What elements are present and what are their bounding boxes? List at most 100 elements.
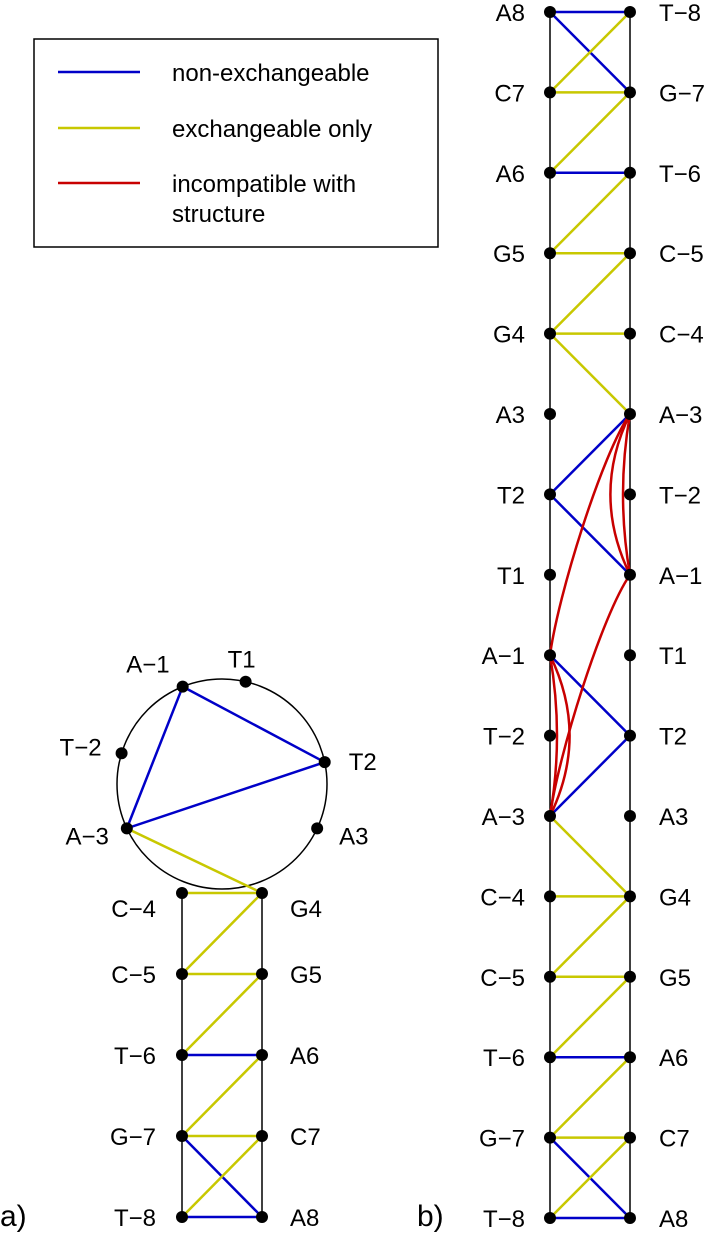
- left-node-label-g4: G4: [493, 322, 525, 349]
- edge-exchangeable-a-3-g4: [126, 827, 263, 895]
- left-node-label-a-3: A−3: [482, 804, 525, 831]
- edge-incompatible-4: [548, 654, 571, 817]
- node-a3: [311, 822, 324, 835]
- panel-b-nodes: A8C7A6G5G4A3T2T1A−1T−2A−3C−4C−5T−6G−7T−8…: [479, 0, 705, 1233]
- right-node-label-a3: A3: [659, 804, 688, 831]
- node-a6: [256, 1049, 268, 1061]
- node-c-4: [176, 887, 188, 899]
- left-node-c7: [544, 86, 556, 99]
- right-node-c7: [624, 1131, 636, 1144]
- loop-circle: [116, 678, 328, 890]
- node-t2: [318, 756, 331, 769]
- right-node-label-a6: A6: [659, 1045, 688, 1072]
- edge-exchangeable-21: [549, 1056, 631, 1139]
- edge-exchangeable-8: [549, 252, 631, 335]
- node-label-t2: T2: [349, 749, 377, 776]
- node-label-g4: G4: [290, 896, 322, 923]
- right-node-label-t-6: T−6: [659, 161, 701, 188]
- left-node-label-t-8: T−8: [483, 1206, 525, 1233]
- right-node-t2: [624, 729, 636, 742]
- panel-a-label: a): [0, 1200, 27, 1233]
- panel-b-label: b): [417, 1200, 444, 1233]
- edge-exchangeable-15: [549, 815, 631, 898]
- right-node-t-8: [624, 6, 636, 18]
- node-t-2: [115, 747, 128, 760]
- edge-incompatible-1: [609, 413, 632, 576]
- legend-label-non-exchangeable: non-exchangeable: [172, 60, 370, 87]
- edge-exchangeable-17: [549, 895, 631, 978]
- legend-box: [33, 38, 439, 248]
- right-node-label-t1: T1: [659, 643, 687, 670]
- left-node-c-4: [544, 890, 556, 903]
- node-label-t1: T1: [228, 647, 256, 674]
- right-node-a-3: [624, 408, 636, 420]
- left-node-c-5: [544, 970, 556, 983]
- right-node-label-c-5: C−5: [659, 241, 704, 268]
- panel-a-edges: [125, 685, 326, 1219]
- edge-incompatible-2: [621, 413, 632, 576]
- right-node-label-g4: G4: [659, 884, 691, 911]
- left-node-label-g5: G5: [493, 241, 525, 268]
- edge-non-exchangeable-a-1-t2: [182, 685, 326, 764]
- left-node-t-2: [544, 729, 556, 742]
- node-label-t-2: T−2: [60, 734, 102, 761]
- left-node-a3: [544, 408, 556, 420]
- right-node-label-c-4: C−4: [659, 322, 704, 349]
- right-node-label-t-2: T−2: [659, 482, 701, 509]
- right-node-label-g-7: G−7: [659, 80, 705, 107]
- node-a8: [256, 1211, 268, 1223]
- edge-exchangeable-19: [549, 975, 631, 1059]
- right-node-label-t-8: T−8: [659, 0, 701, 27]
- node-g-7: [176, 1130, 188, 1142]
- node-g4: [256, 887, 268, 899]
- edge-non-exchangeable-a-3-t2: [126, 760, 326, 830]
- edge-exchangeable-10: [549, 332, 631, 415]
- right-node-a6: [624, 1051, 636, 1064]
- legend-label-line: structure: [172, 201, 265, 228]
- node-label-c-5: C−5: [111, 962, 156, 989]
- left-node-label-t-6: T−6: [483, 1045, 525, 1072]
- node-a-3: [120, 822, 133, 835]
- node-label-a8: A8: [290, 1205, 319, 1232]
- left-node-t-8: [544, 1212, 556, 1224]
- right-node-t-6: [624, 166, 636, 179]
- left-node-label-a3: A3: [496, 402, 525, 429]
- node-t-8: [176, 1211, 188, 1223]
- edge-exchangeable-4: [549, 91, 631, 174]
- right-node-label-a-3: A−3: [659, 402, 702, 429]
- right-node-label-g5: G5: [659, 965, 691, 992]
- right-node-label-t2: T2: [659, 724, 687, 751]
- panel-b: A8C7A6G5G4A3T2T1A−1T−2A−3C−4C−5T−6G−7T−8…: [417, 0, 705, 1233]
- right-node-g-7: [624, 86, 636, 99]
- edge-exchangeable-2: [549, 11, 631, 94]
- node-label-t-8: T−8: [114, 1205, 156, 1232]
- edge-incompatible-0: [548, 413, 632, 656]
- legend: non-exchangeable exchangeable only incom…: [33, 38, 439, 248]
- node-label-c-4: C−4: [111, 896, 156, 923]
- right-node-c-4: [624, 327, 636, 340]
- right-node-label-c7: C7: [659, 1126, 690, 1153]
- node-label-a-1: A−1: [126, 652, 169, 679]
- edge-exchangeable-c7-t-8: [181, 1135, 263, 1218]
- node-label-a3: A3: [339, 823, 368, 850]
- panel-b-edges: [549, 10, 631, 1220]
- edge-non-exchangeable-12: [549, 493, 631, 576]
- left-node-g-7: [544, 1131, 556, 1144]
- edge-exchangeable-a6-g-7: [181, 1054, 263, 1137]
- edge-exchangeable-6: [549, 171, 631, 255]
- right-node-a-1: [624, 568, 636, 581]
- node-a-1: [176, 680, 189, 693]
- node-g5: [256, 968, 268, 980]
- node-label-g5: G5: [290, 962, 322, 989]
- left-node-label-a-1: A−1: [482, 643, 525, 670]
- right-node-a3: [624, 810, 636, 822]
- right-node-label-a8: A8: [659, 1206, 688, 1233]
- left-node-label-g-7: G−7: [479, 1126, 525, 1153]
- left-node-label-c-5: C−5: [480, 965, 525, 992]
- node-label-a-3: A−3: [65, 823, 108, 850]
- node-t1: [239, 675, 252, 688]
- legend-label-exchangeable: exchangeable only: [172, 116, 372, 143]
- left-node-label-a8: A8: [496, 0, 525, 27]
